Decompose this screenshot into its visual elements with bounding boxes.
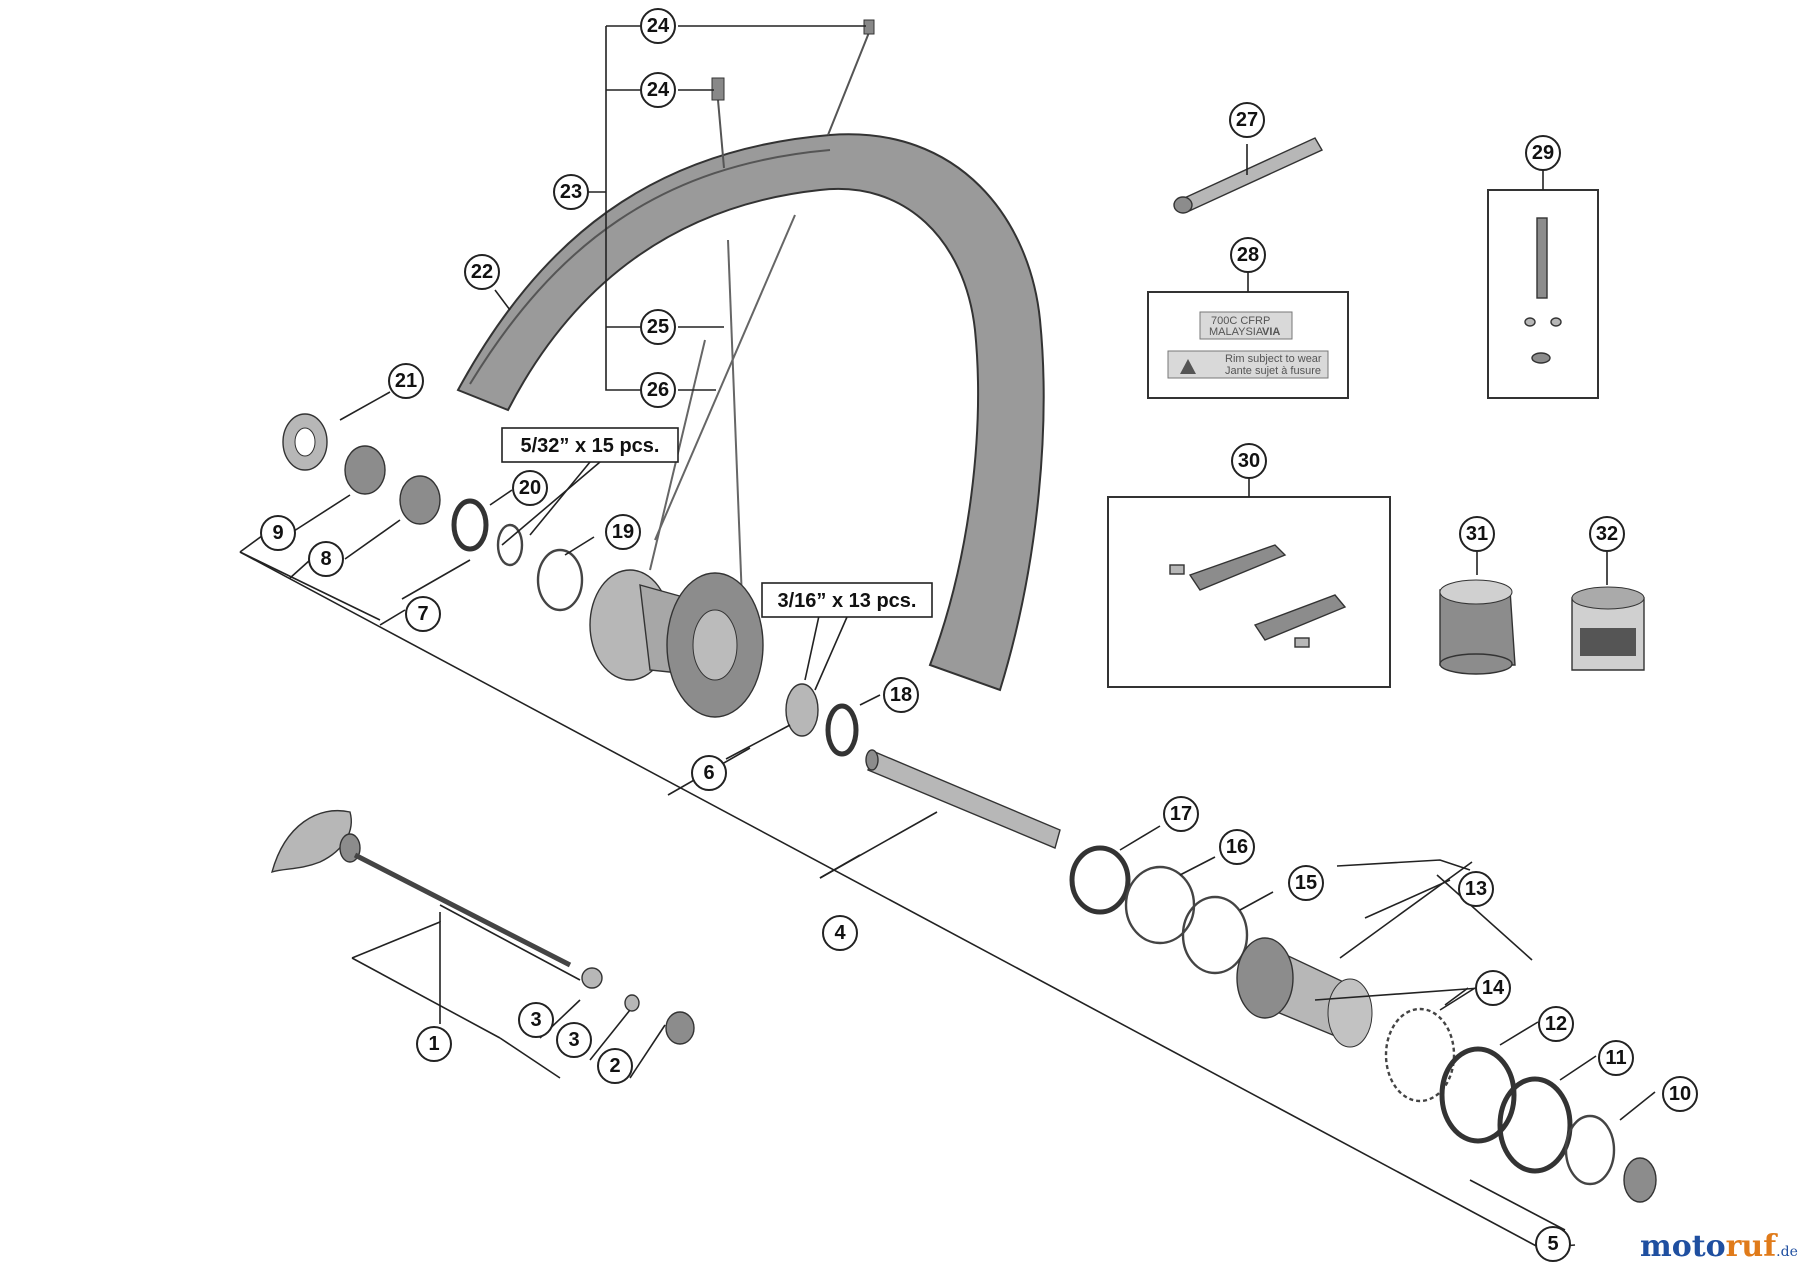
callout: 17 [1163,796,1199,832]
callout: 2 [597,1048,633,1084]
valve-box [1487,189,1599,399]
quick-release [270,810,695,1045]
callout-number: 14 [1482,977,1505,999]
callout-number: 24 [647,79,670,101]
callout-number: 6 [703,762,714,784]
hub-body [589,569,764,718]
callout-number: 3 [568,1029,579,1051]
callout-number: 4 [834,922,846,944]
sticker-line2: MALAYSIA [1209,326,1264,338]
callout-number: 3 [530,1009,541,1031]
callout-number: 8 [320,548,331,570]
callout: 32 [1589,516,1625,552]
spokes [649,19,875,601]
callout-number: 5 [1547,1233,1558,1255]
callout-number: 12 [1545,1013,1567,1035]
spoke-label-rear: 3/16” x 13 pcs. [761,582,933,618]
callout: 25 [640,309,676,345]
spoke-label-front: 5/32” x 15 pcs. [501,427,679,463]
callout: 4 [822,915,858,951]
watermark-part2: ruf [1726,1229,1779,1264]
left-bearing-parts [282,413,584,612]
callout-number: 7 [417,603,428,625]
spoke-label-front-text: 5/32” x 15 pcs. [521,435,660,457]
callout-number: 9 [272,522,283,544]
sticker-brand: VIA [1262,326,1280,338]
callout: 19 [605,514,641,550]
callout: 3 [518,1002,554,1038]
callout-number: 27 [1236,109,1258,131]
sticker-warn1: Rim subject to wear [1225,353,1322,365]
watermark-suffix: .de [1776,1244,1798,1260]
callout: 7 [405,596,441,632]
callout: 14 [1475,970,1511,1006]
part-32-grease [1571,586,1645,671]
right-bearing-parts [785,683,1249,975]
spoke-label-rear-text: 3/16” x 13 pcs. [778,590,917,612]
callout-number: 29 [1532,142,1554,164]
callout-number: 11 [1605,1047,1626,1069]
callout-number: 18 [890,684,912,706]
callout-number: 13 [1465,878,1487,900]
leader-lines [239,25,1656,1249]
callout-number: 30 [1238,450,1260,472]
spoke-wrench [1173,137,1323,214]
callout: 5 [1535,1226,1571,1262]
callout-number: 25 [647,316,669,338]
callout-number: 1 [428,1033,439,1055]
callout-number: 19 [612,521,634,543]
callout: 27 [1229,102,1265,138]
sticker-box: 700C CFRP MALAYSIA VIA Rim subject to we… [1147,291,1349,399]
callout-number: 31 [1466,523,1488,545]
watermark-part1: moto [1640,1229,1726,1264]
callout: 26 [640,372,676,408]
callout: 13 [1458,871,1494,907]
callout: 31 [1459,516,1495,552]
axle [865,749,1061,849]
callout: 18 [883,677,919,713]
callout-number: 24 [647,15,670,37]
svg-text:motoruf.de: motoruf.de [1640,1229,1798,1264]
callout-number: 32 [1596,523,1618,545]
callout: 16 [1219,829,1255,865]
callout: 11 [1598,1040,1634,1076]
callout-number: 26 [647,379,669,401]
callout: 6 [691,755,727,791]
callout: 3 [556,1022,592,1058]
callout: 29 [1525,135,1561,171]
callout: 9 [260,515,296,551]
callout: 10 [1662,1076,1698,1112]
callout: 23 [553,174,589,210]
watermark: motoruf.de [1640,1229,1798,1264]
callout: 24 [640,8,676,44]
callout: 20 [512,470,548,506]
callout: 30 [1231,443,1267,479]
callout: 28 [1230,237,1266,273]
callout: 22 [464,254,500,290]
callout: 15 [1288,865,1324,901]
callout: 24 [640,72,676,108]
sticker-warn2: Jante sujet à fusure [1225,365,1321,377]
callout-number: 23 [560,181,582,203]
callout-number: 10 [1669,1083,1691,1105]
freehub-body [1236,937,1373,1048]
callout: 12 [1538,1006,1574,1042]
callout-number: 2 [609,1055,620,1077]
part-31-spacer [1439,579,1516,675]
callout-number: 16 [1226,836,1248,858]
callout-number: 20 [519,477,541,499]
rim [456,133,1045,692]
brake-pads-box [1107,496,1391,688]
callout: 1 [416,1026,452,1062]
callout: 21 [388,363,424,399]
callout-number: 22 [471,261,493,283]
callout-number: 17 [1170,803,1192,825]
callout: 8 [308,541,344,577]
right-end-parts [1384,1007,1657,1203]
sticker-line1: 700C CFRP [1211,315,1270,327]
callout-number: 15 [1295,872,1317,894]
callout-number: 28 [1237,244,1259,266]
callout-number: 21 [395,370,417,392]
